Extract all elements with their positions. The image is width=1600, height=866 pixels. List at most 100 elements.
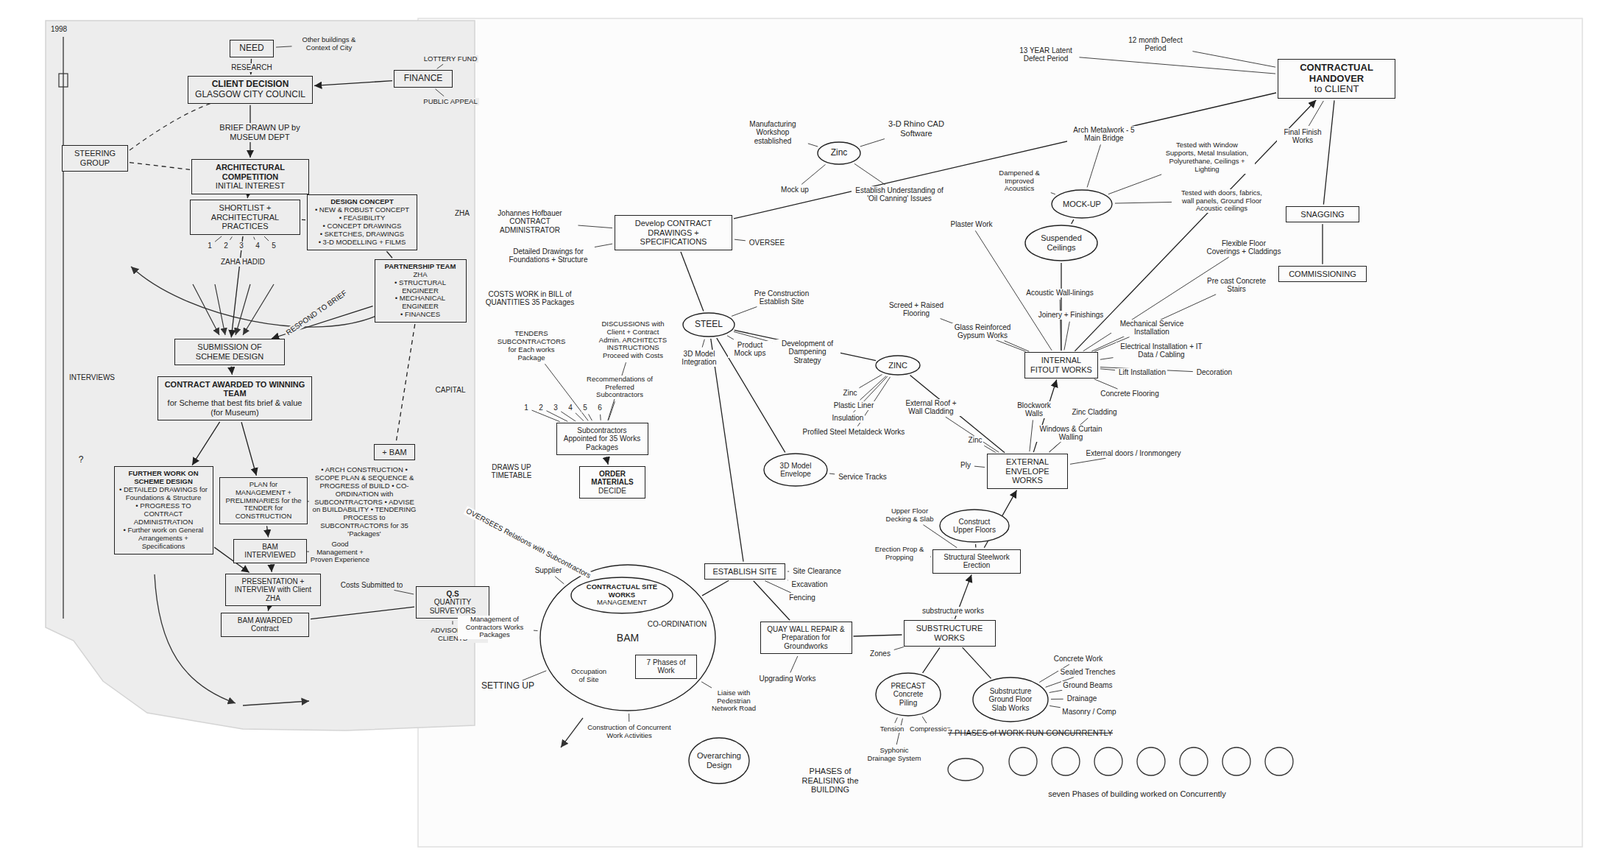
leader-line xyxy=(437,64,444,69)
connector xyxy=(395,323,416,443)
leader-line xyxy=(588,413,593,421)
node-text: Zinc xyxy=(830,147,848,159)
note-label: ZHA xyxy=(453,209,472,218)
note-label: Recommendations of Preferred Subcontract… xyxy=(582,375,657,400)
note-label: Manufacturing Workshop established xyxy=(739,119,806,146)
note-label: External Roof + Wall Cladding xyxy=(897,398,965,416)
connector xyxy=(702,579,729,596)
ellipse-shape xyxy=(817,142,861,165)
node-text: • CONCEPT DRAWINGS xyxy=(323,222,402,231)
note-label: SETTING UP xyxy=(479,680,536,692)
connector xyxy=(310,606,415,619)
leader-line xyxy=(808,143,818,147)
note-label: Decoration xyxy=(1195,367,1234,377)
node-text: SUBMISSION OF SCHEME DESIGN xyxy=(179,342,280,361)
converging-arrow xyxy=(242,284,274,335)
leader-line xyxy=(1050,698,1064,700)
node-text: PARTNERSHIP TEAM xyxy=(384,262,457,271)
note-label: Acoustic Wall-linings xyxy=(1024,288,1095,298)
ellipse-shape xyxy=(1051,189,1113,218)
process-box: BAM INTERVIEWED xyxy=(233,538,307,564)
node-text: • FEASIBILITY xyxy=(339,214,385,223)
leader-line xyxy=(859,376,887,401)
connector xyxy=(231,366,232,375)
node-text: Structural Steelwork Erection xyxy=(937,552,1016,570)
node-text: ZHA xyxy=(413,270,428,279)
note-label: 2 xyxy=(537,403,545,413)
connector xyxy=(1321,223,1323,264)
paper-sheet xyxy=(418,18,1583,847)
leader-line xyxy=(393,589,414,594)
process-box: Structural Steelwork Erection xyxy=(932,549,1021,574)
note-label: Excavation xyxy=(790,579,830,589)
note-label: 3 xyxy=(551,403,560,413)
node-text: BAM xyxy=(616,631,639,644)
node-text: • MECHANICAL ENGINEER xyxy=(379,294,462,311)
note-label: 3D Model Integration xyxy=(677,349,722,367)
node-text: ZINC xyxy=(888,360,908,371)
node-text: + BAM xyxy=(381,447,407,458)
leader-line xyxy=(1078,57,1276,74)
leader-line xyxy=(922,716,927,723)
node-text: SHORTLIST + ARCHITECTURAL PRACTICES xyxy=(195,203,296,232)
note-label: Other buildings & Context of City xyxy=(294,36,365,53)
connector xyxy=(753,580,790,620)
note-label: PHASES of REALISING the BUILDING xyxy=(789,766,871,795)
ellipse-node: Zinc xyxy=(816,141,862,165)
ellipse-shape xyxy=(571,577,673,614)
leader-line xyxy=(264,236,269,241)
ellipse-shape xyxy=(972,677,1049,722)
node-text: GLASGOW CITY COUNCIL xyxy=(195,89,306,101)
note-label: substructure works xyxy=(920,606,986,616)
node-text: EXTERNAL ENVELOPE WORKS xyxy=(992,457,1063,486)
leader-line xyxy=(533,629,538,631)
connector xyxy=(231,236,243,338)
note-label: 12 month Defect Period xyxy=(1120,36,1191,53)
node-text: FINANCE xyxy=(404,73,444,84)
leader-line xyxy=(787,570,789,572)
node-text: • SKETCHES, DRAWINGS xyxy=(320,230,405,239)
ellipse-node: CONTRACTUAL SITE WORKSMANAGEMENT xyxy=(570,576,674,614)
node-text: ARCHITECTURAL COMPETITION xyxy=(196,162,304,182)
leader-line xyxy=(599,414,602,421)
connector xyxy=(301,219,306,221)
note-label: Glass Reinforced Gypsum Works xyxy=(947,323,1018,341)
connector xyxy=(1323,100,1335,204)
phase-circle xyxy=(1137,747,1166,775)
note-label: Service Tracks xyxy=(836,472,889,482)
ellipse-node: Overarching Design xyxy=(688,736,750,784)
ellipse-shape xyxy=(682,312,735,337)
note-label: Johannes Hofbauer CONTRACT ADMINISTRATOR xyxy=(484,209,577,235)
node-text: Subcontractors Appointed for 35 Works Pa… xyxy=(561,426,644,452)
leader-line xyxy=(951,616,953,619)
process-box: Q.SQUANTITY SURVEYORS xyxy=(415,585,490,619)
note-label: Supplier xyxy=(533,565,564,575)
leader-line xyxy=(974,465,985,467)
leader-line xyxy=(214,236,222,242)
connector xyxy=(129,162,190,171)
node-text: ESTABLISH SITE xyxy=(712,566,777,577)
connector xyxy=(314,80,393,87)
process-box: SUBMISSION OF SCHEME DESIGN xyxy=(174,338,285,365)
note-label: Detailed Drawings for Foundations + Stru… xyxy=(504,247,593,265)
process-box: ESTABLISH SITE xyxy=(704,563,786,580)
ellipse-shape xyxy=(875,355,920,375)
note-label: ? xyxy=(77,454,86,466)
connector xyxy=(386,250,393,258)
ellipse-node: ZINC xyxy=(875,354,921,376)
ellipse-node: MOCK-UP xyxy=(1050,189,1113,219)
note-label: Good Management + Proven Experience xyxy=(309,540,372,565)
flow-arrow xyxy=(242,700,310,706)
process-box: FURTHER WORK ON SCHEME DESIGN• DETAILED … xyxy=(114,465,214,554)
note-label: Development of Dampening Strategy xyxy=(774,339,841,366)
node-text: • PROGRESS TO CONTRACT ADMINISTRATION xyxy=(119,501,209,527)
process-box: FINANCE xyxy=(393,69,453,88)
node-text: 7 Phases of Work xyxy=(640,657,692,675)
flow-arrow xyxy=(560,717,583,748)
phase-circle xyxy=(1051,747,1080,775)
connector xyxy=(680,251,704,312)
curved-arrow xyxy=(154,574,236,703)
note-label: Zinc xyxy=(841,388,859,398)
leader-line xyxy=(1070,457,1107,464)
ellipse-shape xyxy=(939,509,1010,542)
